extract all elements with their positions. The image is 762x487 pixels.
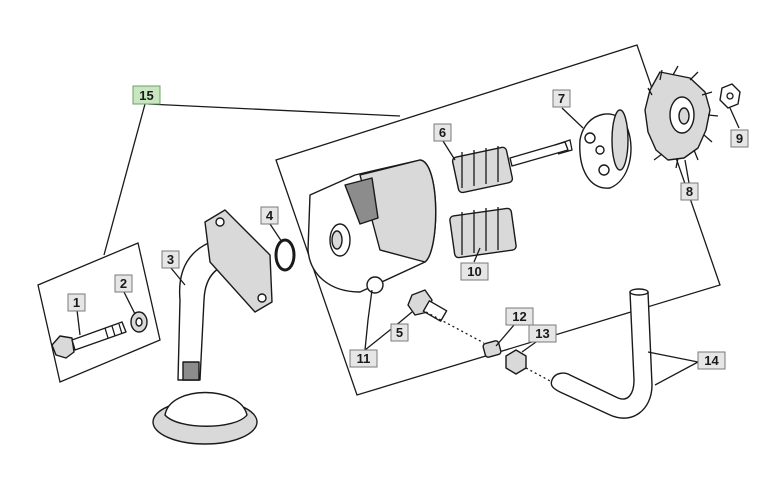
pump-mount-bolt[interactable] <box>407 289 448 322</box>
svg-text:8: 8 <box>686 184 693 199</box>
callout-13[interactable]: 13 <box>528 324 557 343</box>
gear-nut[interactable] <box>719 83 741 109</box>
leader-lines <box>76 107 740 386</box>
svg-text:2: 2 <box>120 276 127 291</box>
tube-nut[interactable] <box>505 349 527 375</box>
callout-1[interactable]: 1 <box>67 293 86 312</box>
callout-2[interactable]: 2 <box>114 274 133 293</box>
svg-text:5: 5 <box>396 325 403 340</box>
callout-15[interactable]: 15 <box>132 85 161 105</box>
pump-cover[interactable] <box>579 109 632 189</box>
svg-text:12: 12 <box>512 309 526 324</box>
callout-9[interactable]: 9 <box>730 129 749 148</box>
pump-assembly-frame <box>275 44 721 396</box>
hardware-kit-frame <box>37 242 161 383</box>
svg-text:9: 9 <box>736 131 743 146</box>
gear-nut-hole <box>726 92 734 100</box>
callout-6[interactable]: 6 <box>433 123 452 142</box>
o-ring[interactable] <box>274 238 296 272</box>
svg-text:14: 14 <box>704 353 719 368</box>
svg-text:1: 1 <box>73 295 80 310</box>
leader-15-kit <box>103 103 146 256</box>
lock-washer-hole <box>135 317 143 327</box>
svg-text:7: 7 <box>558 91 565 106</box>
svg-text:13: 13 <box>535 326 549 341</box>
driven-gear[interactable] <box>449 207 517 259</box>
svg-text:15: 15 <box>139 88 153 103</box>
callout-7[interactable]: 7 <box>552 89 571 108</box>
callout-14[interactable]: 14 <box>697 351 726 370</box>
drive-gear-shaft[interactable] <box>451 139 573 194</box>
callout-3[interactable]: 3 <box>161 250 180 269</box>
callout-10[interactable]: 10 <box>460 262 489 281</box>
svg-text:3: 3 <box>167 252 174 267</box>
svg-text:6: 6 <box>439 125 446 140</box>
oil-pickup-tube[interactable] <box>152 209 273 445</box>
callout-8[interactable]: 8 <box>680 182 699 201</box>
pump-housing[interactable] <box>307 159 437 294</box>
callout-11[interactable]: 11 <box>349 349 378 368</box>
drive-gear[interactable] <box>644 65 719 169</box>
cap-screw[interactable] <box>51 321 127 359</box>
oil-tube[interactable] <box>550 288 653 419</box>
callout-12[interactable]: 12 <box>505 307 534 326</box>
callout-4[interactable]: 4 <box>260 206 279 225</box>
callout-5[interactable]: 5 <box>390 323 409 342</box>
svg-text:11: 11 <box>357 351 371 366</box>
svg-text:10: 10 <box>467 264 481 279</box>
svg-text:4: 4 <box>266 208 274 223</box>
leader-15 <box>147 103 401 117</box>
